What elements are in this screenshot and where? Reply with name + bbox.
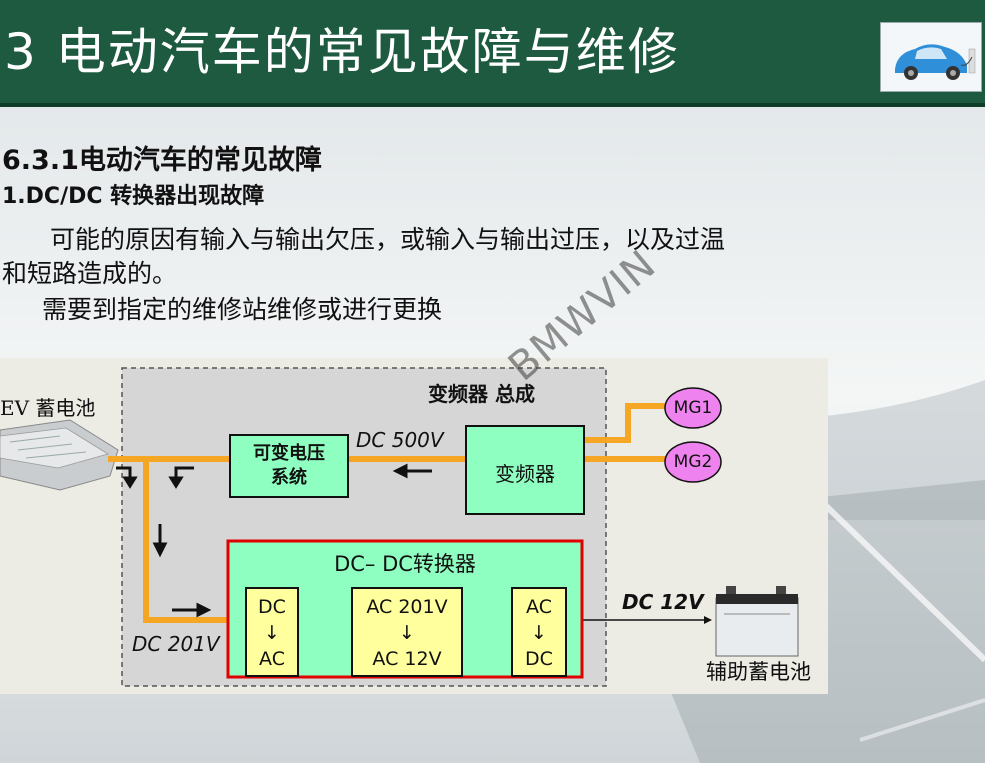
car-thumbnail-image [880,22,982,92]
mg1-label: MG1 [673,398,713,418]
slide-title: 3 电动汽车的常见故障与维修 [4,23,680,81]
ac-dc-box [511,587,567,677]
title-bar-underline [0,103,985,107]
ev-battery-illustration [0,419,119,491]
dc12-label: DC 12V [622,590,704,614]
variable-voltage-label: 可变电压 系统 [253,443,325,488]
paragraph-line-1: 可能的原因有输入与输出欠压，或输入与输出过压，以及过温 [50,225,726,254]
ac-dc-box-label: AC ↓ DC [525,596,553,670]
dc201-label: DC 201V [132,632,220,656]
mg2-ellipse [664,441,722,483]
dcdc-title: DC– DC转换器 [334,552,476,576]
inverter-label: 变频器 [495,462,555,486]
variable-voltage-box [229,434,349,498]
section-heading: 6.3.1电动汽车的常见故障 [2,145,322,176]
ac201-ac12-box-label: AC 201V ↓ AC 12V [366,596,448,670]
dcdc-system-diagram: EV 蓄电池 变频器 总成 可变电压 系统 变频器 DC 500V MG1 MG… [0,358,828,694]
dc-ac-box [245,587,299,677]
dc-ac-box-label: DC ↓ AC [258,596,286,670]
mg2-label: MG2 [673,452,713,472]
aux-battery-illustration [715,586,799,657]
mg1-ellipse [664,387,722,429]
title-bar [0,0,985,103]
dc500-label: DC 500V [356,428,444,452]
ac201-ac12-box [351,587,463,677]
paragraph-line-2: 和短路造成的。 [2,259,178,288]
inverter-box [465,425,585,515]
subheading: 1.DC/DC 转换器出现故障 [2,184,265,209]
orange-wiring [108,403,666,623]
paragraph-line-3: 需要到指定的维修站维修或进行更换 [42,295,443,324]
inverter-assembly-label: 变频器 总成 [428,382,535,406]
aux-battery-label: 辅助蓄电池 [706,660,811,684]
ev-battery-label: EV 蓄电池 [0,396,96,420]
